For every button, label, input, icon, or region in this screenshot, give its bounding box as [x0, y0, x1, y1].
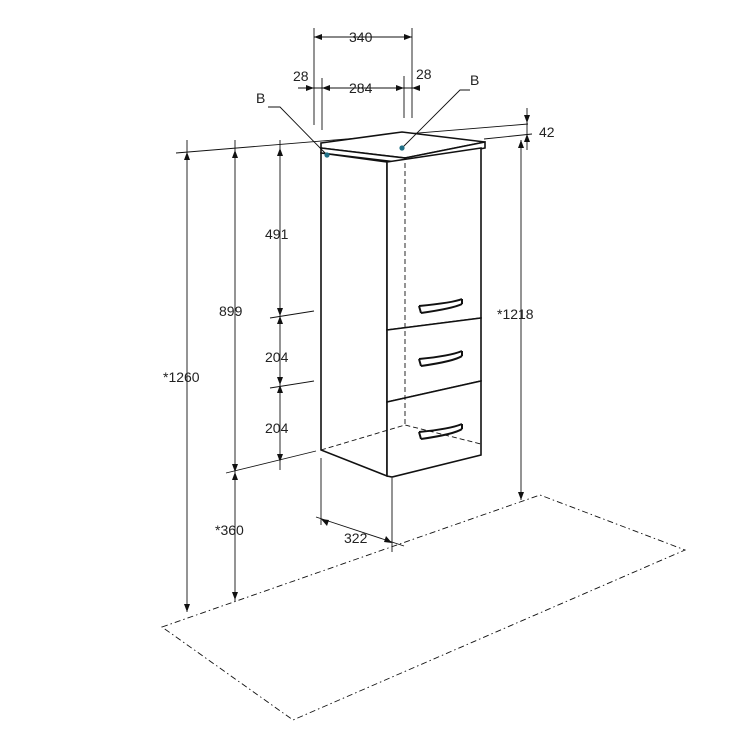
cabinet-drawer-bottom [386, 380, 482, 478]
dim-door-height: 491 [265, 226, 289, 242]
dim-top-thickness: 42 [539, 124, 555, 140]
dim-height-right: *1218 [497, 306, 534, 322]
door-handle [418, 298, 463, 314]
dim-overall-height: *1260 [163, 369, 200, 385]
marker-b-left: B [256, 90, 265, 106]
dim-depth: 322 [344, 530, 368, 546]
marker-leaders [268, 89, 470, 158]
dim-side-left: 28 [293, 68, 309, 84]
dim-drawer-bottom: 204 [265, 420, 289, 436]
floor-plane [161, 494, 687, 721]
width-dimensions [298, 28, 420, 130]
drawer-middle-handle [418, 350, 463, 367]
drawer-bottom-handle [418, 423, 463, 440]
dim-width-total: 340 [349, 29, 373, 45]
left-height-dimensions [184, 140, 317, 612]
dim-side-right: 28 [416, 66, 432, 82]
dim-floor-gap: *360 [215, 522, 244, 538]
dim-body-height: 899 [219, 303, 243, 319]
right-height-dimension [518, 140, 524, 500]
depth-dimension [315, 458, 405, 552]
hidden-back-edge [320, 424, 482, 451]
top-thickness-dimension [483, 108, 533, 150]
dim-inner-width: 284 [349, 80, 373, 96]
marker-b-right-dot [399, 145, 405, 151]
dim-drawer-middle: 204 [265, 349, 289, 365]
marker-b-left-dot [324, 152, 330, 158]
cabinet-body [320, 131, 486, 478]
cabinet-door [386, 147, 482, 331]
cabinet-side-panel [320, 152, 388, 478]
marker-b-right: B [470, 72, 479, 88]
